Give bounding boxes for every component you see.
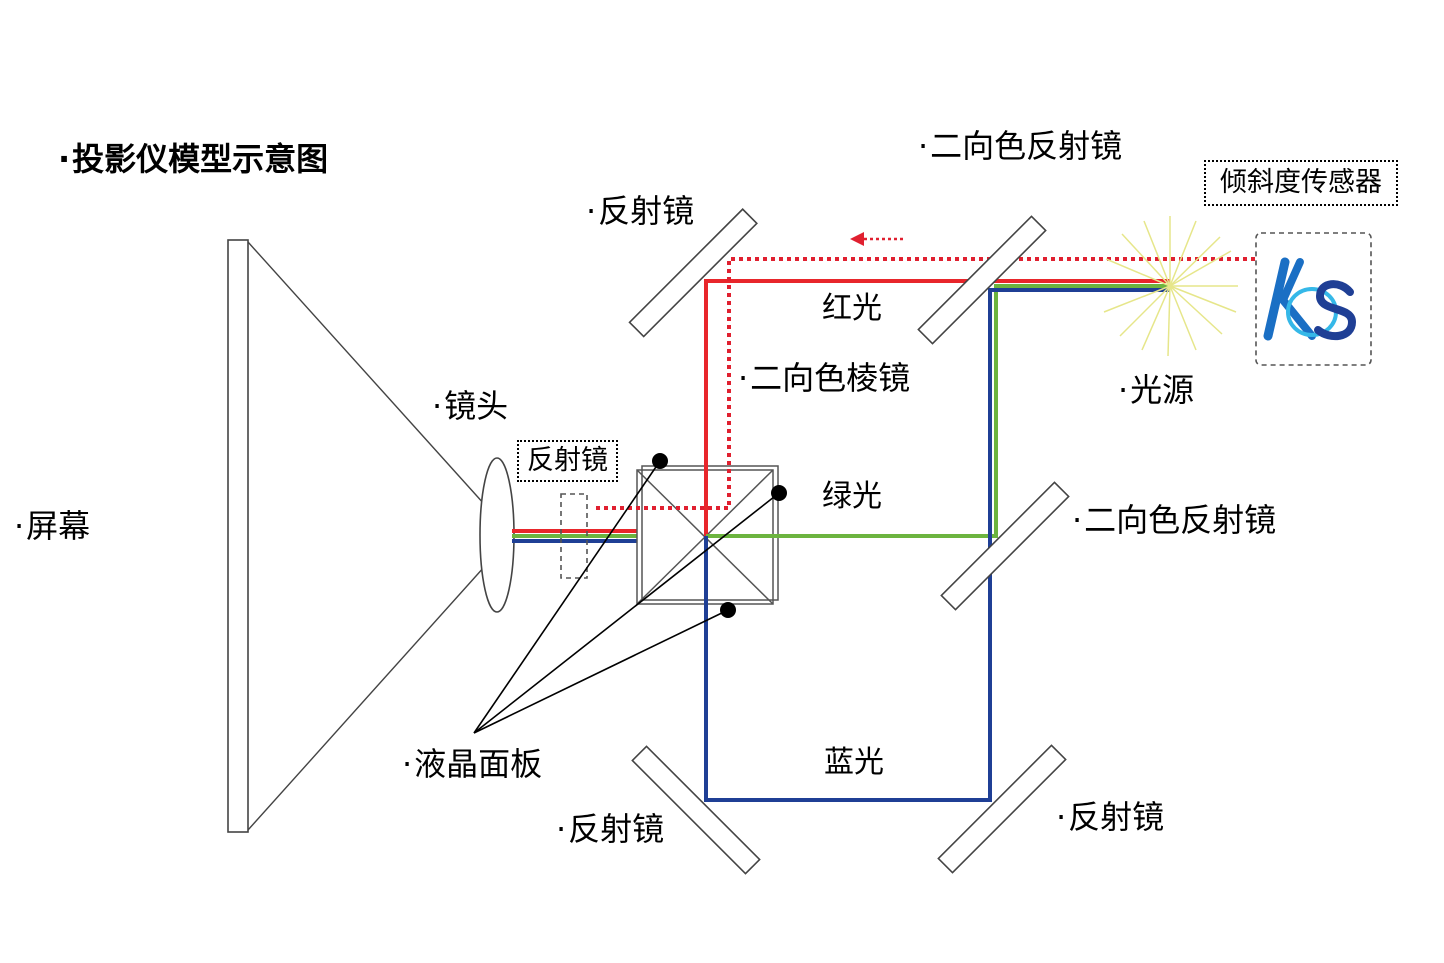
screen-plate [227,239,249,833]
projection-cone-top [247,241,486,506]
mirror-top-left [628,208,758,338]
label-dichroic-mirror-top: 二向色反射镜 [918,130,1122,162]
lcd-panel-dot-bottom [720,602,736,618]
label-reflector-dashed: 反射镜 [517,440,618,482]
lcd-panel-dot-top [652,453,668,469]
lens-shape [479,457,515,613]
label-dichroic-mirror-mid: 二向色反射镜 [1072,504,1276,536]
red-light-path [704,279,1000,536]
label-screen: 屏幕 [14,510,90,542]
sensor-dotted-path [592,257,1255,510]
mirror-bottom-right [937,744,1067,874]
sensor-arrow-head [850,232,864,246]
dichroic-mirror-top [917,215,1047,345]
blue-light-path [704,288,1170,802]
label-dichroic-prism: 二向色棱镜 [738,362,910,394]
label-lens: 镜头 [432,390,508,422]
label-light-source: 光源 [1118,374,1194,406]
label-green-light: 绿光 [822,479,882,514]
label-reflector-bottom-right: 反射镜 [1056,801,1164,833]
lcd-leader-lines [473,460,780,734]
label-red-light: 红光 [822,291,882,326]
lcd-panel-dot-right [771,485,787,501]
label-reflector-bottom-left: 反射镜 [556,813,664,845]
projection-cone-bottom [247,565,486,831]
green-light-path-main [706,284,1170,538]
dichroic-mirror-mid [940,481,1070,611]
diagram-title: 投影仪模型示意图 [58,143,328,175]
mirror-bottom-left [631,745,761,875]
ks-logo [1263,257,1357,341]
label-reflector-top: 反射镜 [586,195,694,227]
light-source-rays [1103,216,1238,357]
label-blue-light: 蓝光 [824,745,884,780]
label-lcd-panel: 液晶面板 [402,748,542,780]
label-tilt-sensor: 倾斜度传感器 [1204,160,1398,206]
dashed-reflector [560,493,588,579]
